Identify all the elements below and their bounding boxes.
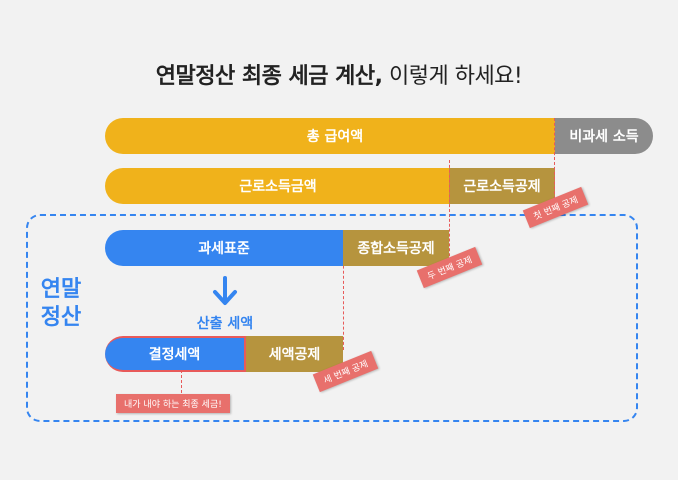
bar-tax-deduction: 세액공제	[246, 336, 343, 372]
bar-determined-tax-label: 결정세액	[148, 347, 201, 363]
bar-gross-salary: 총 급여액	[105, 118, 565, 154]
divider-line-4	[181, 370, 182, 398]
divider-line-2	[449, 160, 450, 266]
year-end-settlement-section	[26, 214, 638, 422]
section-label: 연말 정산	[36, 276, 86, 332]
page-title: 연말정산 최종 세금 계산, 이렇게 하세요!	[0, 58, 678, 90]
title-bold: 연말정산 최종 세금 계산,	[155, 64, 383, 89]
bar-earned-income-amount: 근로소득금액	[105, 168, 451, 204]
tag-final-tax: 내가 내야 하는 최종 세금!	[116, 394, 230, 413]
divider-line-3	[343, 230, 344, 350]
divider-line-1	[554, 118, 555, 204]
bar-earned-income-deduction-label: 근로소득공제	[463, 179, 541, 195]
bar-comprehensive-income-deduction-label: 종합소득공제	[357, 241, 435, 257]
arrow-down-icon	[213, 276, 237, 305]
bar-comprehensive-income-deduction: 종합소득공제	[343, 230, 449, 266]
bar-earned-income-amount-label: 근로소득금액	[239, 179, 317, 195]
bar-tax-deduction-label: 세액공제	[268, 347, 321, 363]
bar-non-taxable-income: 비과세 소득	[555, 118, 653, 154]
bar-earned-income-deduction: 근로소득공제	[449, 168, 555, 204]
bar-non-taxable-income-label: 비과세 소득	[569, 129, 639, 145]
calculated-tax-label: 산출 세액	[196, 316, 254, 332]
section-label-line1: 연말	[40, 277, 82, 302]
section-label-line2: 정산	[40, 305, 82, 330]
bar-tax-base: 과세표준	[105, 230, 343, 266]
bar-determined-tax: 결정세액	[105, 336, 246, 372]
bar-tax-base-label: 과세표준	[198, 241, 250, 257]
title-normal: 이렇게 하세요!	[382, 64, 523, 89]
bar-gross-salary-label: 총 급여액	[306, 129, 364, 145]
